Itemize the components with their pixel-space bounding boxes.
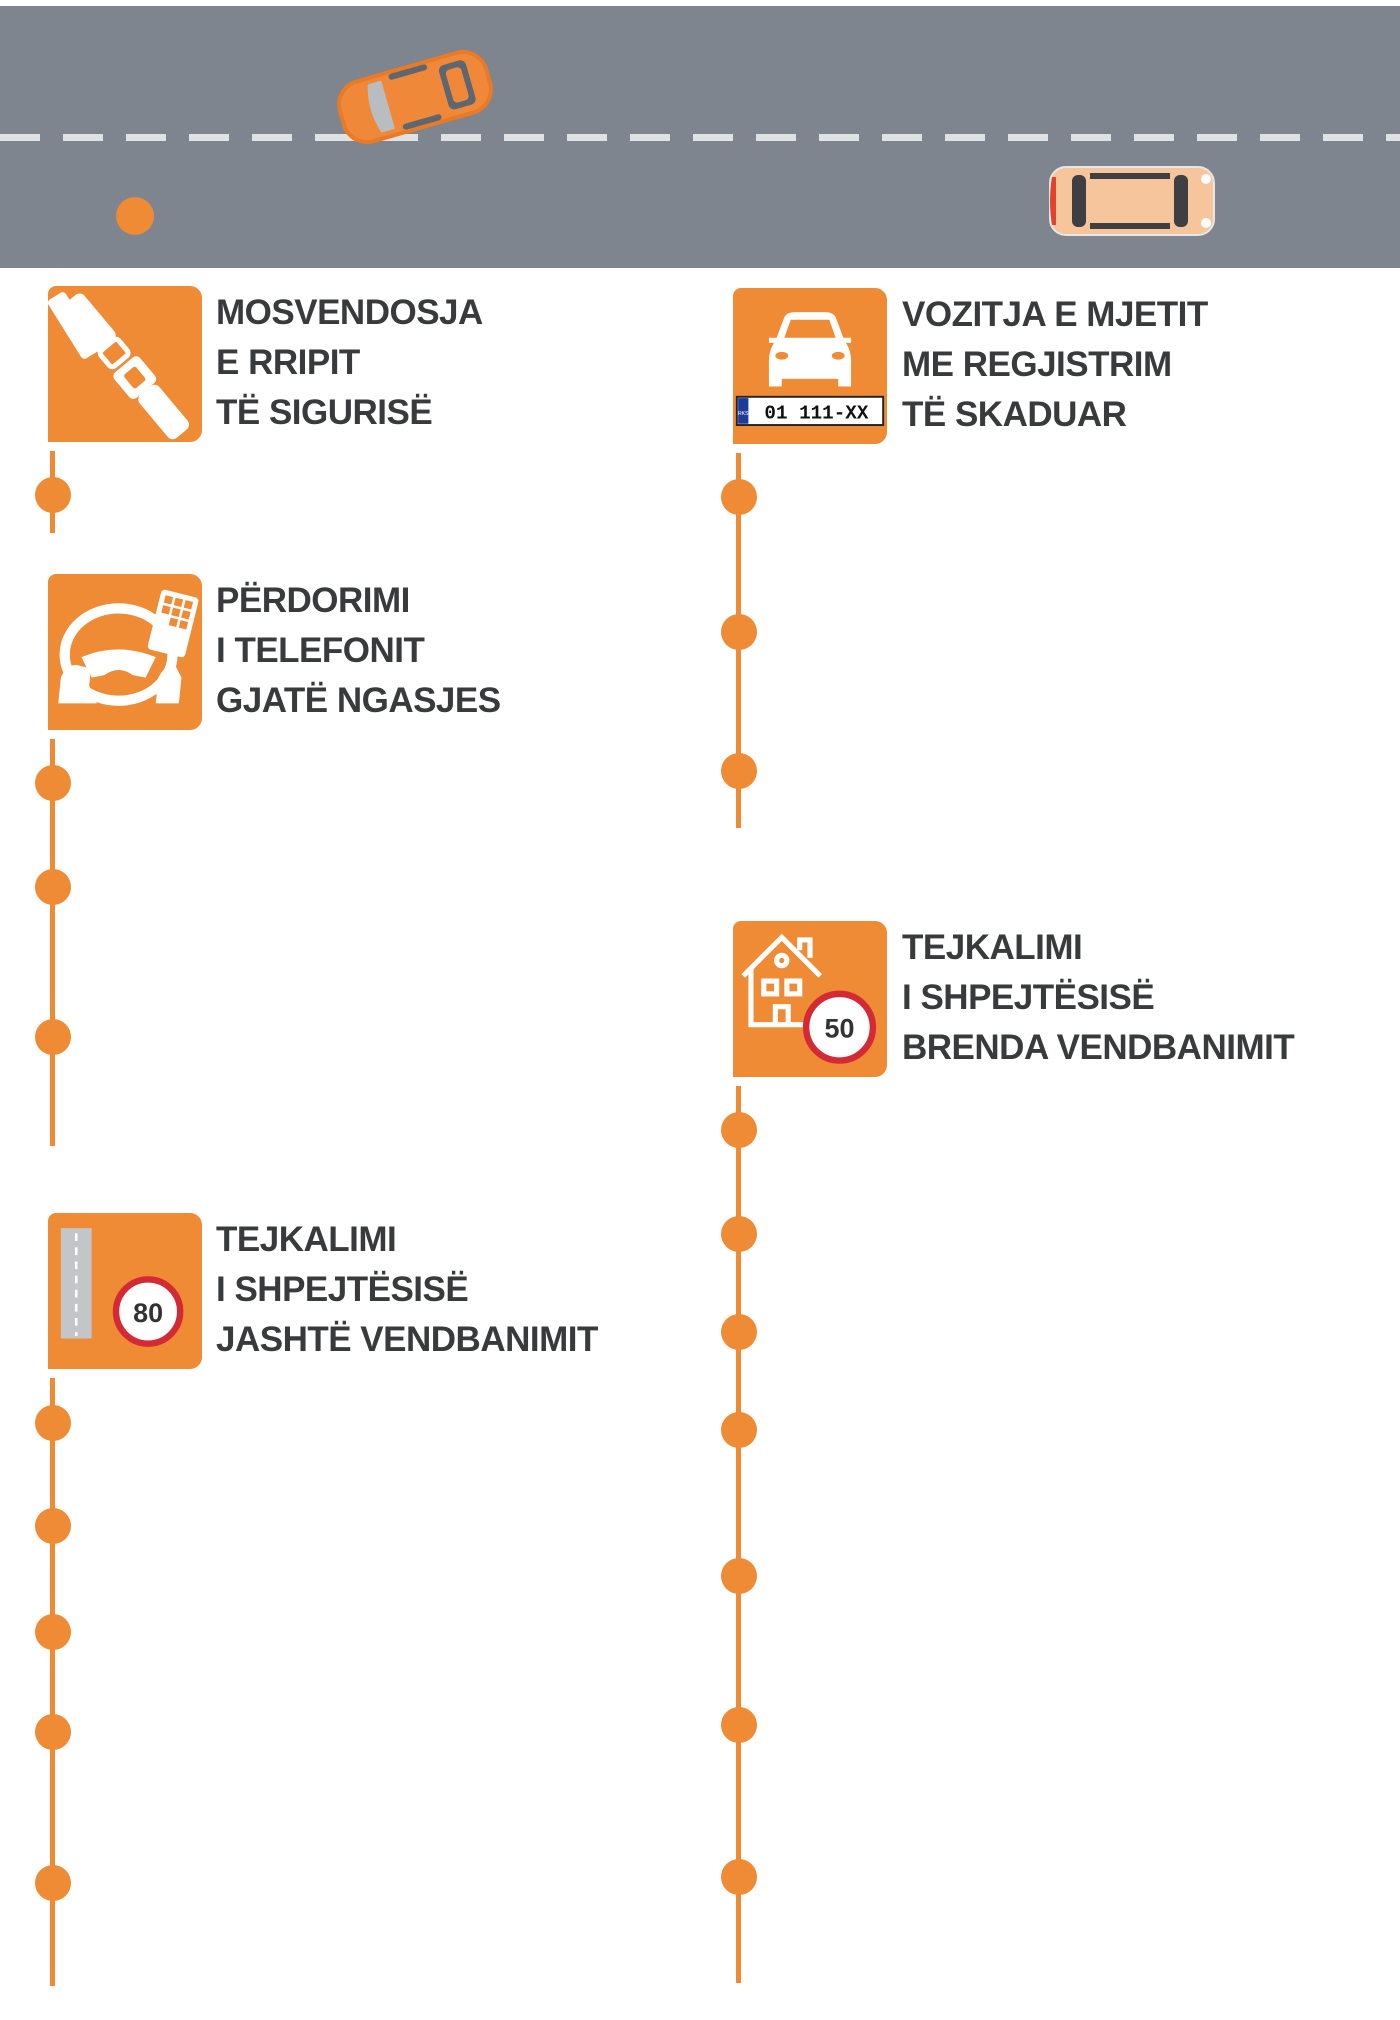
road-marker-dot bbox=[116, 197, 154, 235]
timeline-dot bbox=[34, 1614, 71, 1650]
peach-car-icon bbox=[1049, 166, 1215, 236]
timeline-phone-use bbox=[50, 739, 55, 1146]
road-banner bbox=[0, 6, 1400, 268]
lane-divider bbox=[0, 134, 1400, 141]
timeline-dot bbox=[34, 869, 71, 905]
svg-text:01 111-XX: 01 111-XX bbox=[764, 403, 868, 425]
timeline-dot bbox=[34, 477, 71, 513]
svg-text:80: 80 bbox=[133, 1298, 163, 1328]
timeline-dot bbox=[720, 1558, 757, 1594]
car-plate-icon: RKS 01 111-XX bbox=[733, 288, 887, 444]
timeline-dot bbox=[720, 479, 757, 515]
timeline-dot bbox=[34, 1019, 71, 1055]
timeline-dot bbox=[34, 765, 71, 801]
timeline-dot bbox=[720, 614, 757, 650]
timeline-dot bbox=[720, 1216, 757, 1252]
timeline-speeding-out-of-town bbox=[50, 1378, 55, 1986]
road-speed-limit-icon: 80 bbox=[48, 1213, 202, 1369]
phone-steering-wheel-icon bbox=[48, 574, 202, 730]
timeline-dot bbox=[34, 1865, 71, 1901]
timeline-dot bbox=[34, 1508, 71, 1544]
timeline-dot bbox=[34, 1714, 71, 1750]
timeline-speeding-in-town bbox=[736, 1086, 741, 1983]
timeline-dot bbox=[720, 1707, 757, 1743]
timeline-dot bbox=[34, 1405, 71, 1441]
seatbelt-icon bbox=[48, 286, 202, 442]
house-speed-limit-icon: 50 bbox=[733, 921, 887, 1077]
timeline-dot bbox=[720, 1412, 757, 1448]
timeline-dot bbox=[720, 1859, 757, 1895]
svg-text:50: 50 bbox=[825, 1014, 855, 1044]
timeline-dot bbox=[720, 753, 757, 789]
timeline-dot bbox=[720, 1314, 757, 1350]
orange-car-icon bbox=[337, 49, 493, 145]
svg-text:RKS: RKS bbox=[738, 411, 749, 417]
timeline-dot bbox=[720, 1112, 757, 1148]
